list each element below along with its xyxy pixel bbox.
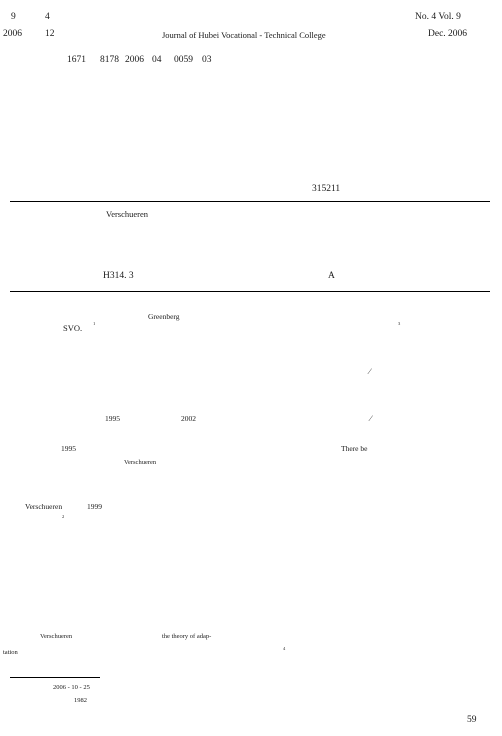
body-year-1995: 1995 [105, 414, 120, 423]
footnote-received-date: 2006 - 10 - 25 [53, 684, 90, 691]
footnote-birth-year: 1982 [74, 697, 87, 704]
body-verschueren-4: Verschueren [40, 633, 73, 640]
author-postcode: 315211 [312, 184, 341, 194]
body-tation: tation [3, 649, 18, 656]
header-journal-title: Journal of Hubei Vocational - Technical … [162, 30, 326, 40]
article-id-issue: 04 [152, 55, 162, 65]
abstract-divider [10, 291, 490, 292]
body-year-1999: 1999 [87, 502, 102, 511]
header-no-vol: No. 4 Vol. 9 [415, 12, 461, 22]
body-theory-of-adaptation: the theory of adap- [162, 633, 212, 640]
header-month: 12 [45, 29, 55, 39]
ref-superscript-2: 2 [62, 514, 65, 519]
ref-superscript-4: 4 [283, 646, 286, 651]
body-verschueren-2: Verschueren [124, 459, 157, 466]
body-slash-2: ⁄ [370, 413, 372, 423]
body-slash-1: ⁄ [369, 366, 371, 376]
header-date: Dec. 2006 [428, 29, 468, 39]
article-id-page-count: 03 [202, 55, 212, 65]
header-volume: 9 [11, 12, 16, 22]
body-year-2002: 2002 [181, 414, 196, 423]
top-divider [10, 201, 490, 202]
clc-number: H314. 3 [103, 271, 134, 281]
body-there-be: There be [341, 444, 368, 453]
page-number: 59 [467, 715, 477, 725]
article-id-year: 2006 [125, 55, 144, 65]
footnote-divider [10, 677, 100, 678]
body-verschueren-3: Verschueren [25, 502, 63, 511]
abstract-name: Verschueren [106, 209, 149, 219]
header-issue: 4 [45, 12, 50, 22]
document-code: A [328, 271, 335, 281]
header-year: 2006 [3, 29, 22, 39]
body-greenberg: Greenberg [148, 312, 180, 321]
article-id-start-page: 0059 [174, 55, 193, 65]
ref-superscript-3: 3 [398, 321, 401, 326]
body-year-1995b: 1995 [61, 444, 76, 453]
article-id-issn: 1671 [67, 55, 86, 65]
body-svo: SVO. [63, 323, 83, 333]
ref-superscript-1: 1 [93, 321, 96, 326]
article-id-code: 8178 [100, 55, 119, 65]
